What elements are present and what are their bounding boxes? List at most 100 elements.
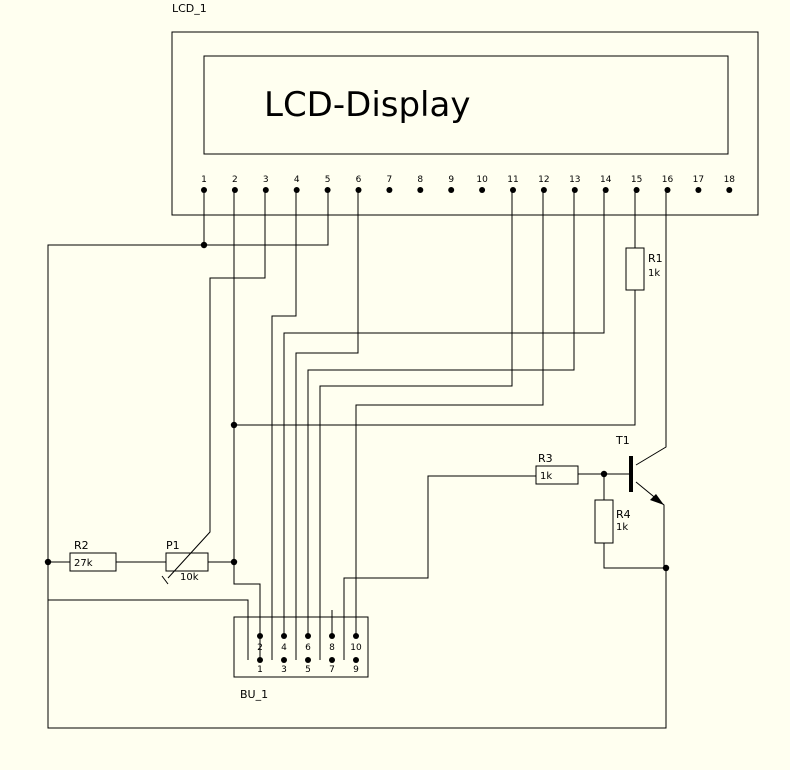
connector-pin-number: 10 bbox=[350, 643, 362, 653]
r3-ref-label: R3 bbox=[538, 452, 553, 465]
r2-ref-label: R2 bbox=[74, 539, 89, 552]
wire-pin4 bbox=[271, 188, 297, 660]
wire-pin3-contrast bbox=[167, 188, 266, 579]
lcd-pin-number: 16 bbox=[662, 175, 674, 185]
p1-ref-label: P1 bbox=[166, 539, 180, 552]
lcd-pin-number: 3 bbox=[263, 175, 269, 185]
lcd-screen bbox=[203, 55, 729, 155]
connector-pin-dot bbox=[305, 633, 311, 639]
lcd-pin-dot bbox=[262, 187, 269, 193]
r4-value-label: 1k bbox=[616, 522, 628, 533]
lcd-pin-number: 5 bbox=[325, 175, 331, 185]
wire-pin12 bbox=[355, 188, 544, 636]
lcd-pin-dot bbox=[231, 187, 238, 193]
junction-dot bbox=[662, 564, 670, 572]
wire-pin6 bbox=[295, 188, 359, 660]
connector-pin-number: 8 bbox=[329, 643, 335, 653]
connector-pin-dot bbox=[329, 633, 335, 639]
resistor-r1 bbox=[625, 247, 645, 291]
junctions bbox=[44, 241, 670, 572]
connector-pin-dot bbox=[329, 657, 335, 663]
wire-pin13 bbox=[307, 188, 575, 636]
lcd-pin-dot bbox=[726, 187, 733, 193]
potentiometer-wiper-arrow bbox=[161, 575, 169, 585]
lcd-pin-dot bbox=[386, 187, 393, 193]
connector-pin-number: 4 bbox=[281, 643, 287, 653]
junction-dot bbox=[200, 241, 208, 249]
connector-pin-number: 6 bbox=[305, 643, 311, 653]
lcd-pin-dot bbox=[293, 187, 300, 193]
connector-pin-number: 1 bbox=[257, 665, 263, 675]
lcd-pin-number: 9 bbox=[448, 175, 454, 185]
lcd-pin-number: 14 bbox=[600, 175, 612, 185]
connector-pin-dot bbox=[353, 633, 359, 639]
r3-value-label: 1k bbox=[540, 471, 552, 482]
wires bbox=[47, 188, 667, 729]
r2-value-label: 27k bbox=[74, 558, 93, 569]
connector-pin-dot bbox=[281, 633, 287, 639]
transistor-emitter-arrow bbox=[650, 494, 664, 505]
wire-ground-connector bbox=[48, 599, 249, 660]
wire-emitter-ground bbox=[635, 481, 665, 568]
connector-pin-dot bbox=[353, 657, 359, 663]
lcd-pin-dot bbox=[695, 187, 702, 193]
connector-pin-number: 3 bbox=[281, 665, 287, 675]
lcd-pin-dot bbox=[664, 187, 671, 193]
connector-pin-number: 5 bbox=[305, 665, 311, 675]
wire-r1-vcc bbox=[234, 290, 636, 426]
resistor-r2 bbox=[69, 552, 117, 572]
lcd-pin-number: 18 bbox=[724, 175, 736, 185]
lcd-pin-dot bbox=[479, 187, 486, 193]
lcd-pin-number: 10 bbox=[476, 175, 488, 185]
connector-bu1 bbox=[233, 616, 369, 678]
junction-dot bbox=[44, 558, 52, 566]
lcd-pin-number: 2 bbox=[232, 175, 238, 185]
resistor-r3 bbox=[535, 465, 579, 485]
lcd-pin-number: 6 bbox=[356, 175, 362, 185]
wire-r4-ground bbox=[603, 543, 666, 569]
lcd-ref-label: LCD_1 bbox=[172, 2, 207, 15]
wire-pin14 bbox=[283, 188, 605, 636]
lcd-pin-dot bbox=[571, 187, 578, 193]
lcd-module-outline bbox=[171, 31, 759, 216]
lcd-pin-dot bbox=[448, 187, 455, 193]
connector-pin-number: 9 bbox=[353, 665, 359, 675]
resistor-r4 bbox=[594, 499, 614, 544]
potentiometer-p1 bbox=[165, 552, 209, 572]
wire-pin2-vcc bbox=[233, 188, 261, 660]
connector-pin-number: 7 bbox=[329, 665, 335, 675]
p1-value-label: 10k bbox=[180, 572, 199, 583]
wire-pin11 bbox=[319, 188, 513, 660]
connector-pin-dot bbox=[257, 657, 263, 663]
connector-pin-number: 2 bbox=[257, 643, 263, 653]
connector-pins: 2 1 4 3 6 5 8 7 10 9 bbox=[257, 633, 362, 675]
wire-conn10-r3 bbox=[343, 475, 536, 660]
connector-ref-label: BU_1 bbox=[240, 688, 268, 701]
lcd-pin-number: 4 bbox=[294, 175, 300, 185]
lcd-pin-number: 1 bbox=[201, 175, 207, 185]
junction-dot bbox=[600, 470, 608, 478]
junction-dot bbox=[230, 421, 238, 429]
connector-pin-dot bbox=[281, 657, 287, 663]
t1-ref-label: T1 bbox=[615, 434, 630, 447]
r4-ref-label: R4 bbox=[616, 508, 631, 521]
lcd-pin-dot bbox=[417, 187, 424, 193]
lcd-pin-number: 7 bbox=[387, 175, 393, 185]
lcd-pin-dot bbox=[540, 187, 547, 193]
lcd-pin-number: 13 bbox=[569, 175, 580, 185]
lcd-pin-number: 17 bbox=[693, 175, 704, 185]
wire-pin16-collector bbox=[635, 188, 667, 466]
lcd-pin-number: 11 bbox=[507, 175, 518, 185]
lcd-pin-number: 15 bbox=[631, 175, 642, 185]
lcd-pin-number: 12 bbox=[538, 175, 549, 185]
lcd-pin-dot bbox=[510, 187, 516, 193]
connector-pin-dot bbox=[305, 657, 311, 663]
wire-pin5-ground bbox=[47, 188, 667, 729]
connector-pin-dot bbox=[257, 633, 263, 639]
junction-dot bbox=[230, 558, 238, 566]
r1-value-label: 1k bbox=[648, 268, 660, 279]
r1-ref-label: R1 bbox=[648, 252, 663, 265]
lcd-display-text: LCD-Display bbox=[264, 85, 470, 125]
